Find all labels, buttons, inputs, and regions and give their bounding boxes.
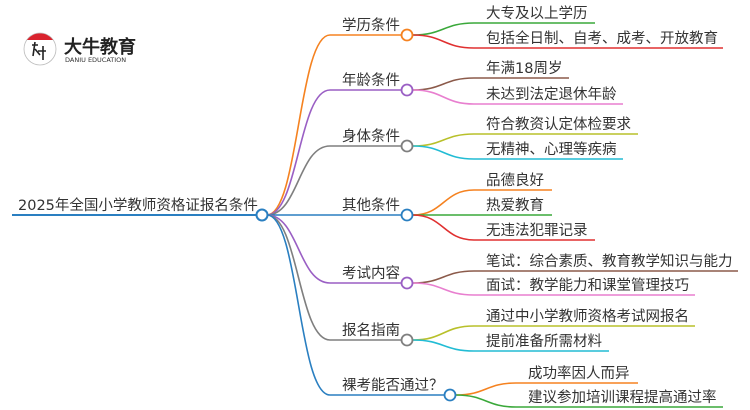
leaf-label: 成功率因人而异 [528, 365, 630, 382]
branch-label: 学历条件 [342, 17, 400, 34]
leaf-label: 热爱教育 [486, 197, 544, 214]
leaf-label: 笔试：综合素质、教育教学知识与能力 [486, 253, 733, 270]
leaf-label: 面试：教学能力和课堂管理技巧 [486, 277, 689, 294]
branch-label: 裸考能否通过？ [342, 377, 444, 394]
branch-connector [266, 214, 331, 284]
branch-node[interactable] [400, 276, 414, 290]
leaf-connector [412, 22, 475, 36]
logo: 大牛教育 DANIU EDUCATION [23, 32, 136, 66]
leaf-connector [412, 89, 475, 105]
logo-badge-icon [23, 32, 57, 66]
branch-node[interactable] [400, 208, 414, 222]
branch-node[interactable] [443, 388, 457, 402]
leaf-connector [412, 270, 475, 284]
leaf-label: 通过中小学教师资格考试网报名 [486, 308, 689, 325]
leaf-connector [412, 325, 475, 341]
leaf-label: 包括全日制、自考、成考、开放教育 [486, 29, 718, 47]
branch-connector [266, 145, 331, 216]
branch-node[interactable] [400, 333, 414, 347]
branch-node[interactable] [400, 83, 414, 97]
branch-label: 其他条件 [342, 197, 400, 214]
leaf-connector [412, 282, 475, 296]
branch-node[interactable] [400, 28, 414, 42]
branch-connector [266, 34, 331, 216]
leaf-connector [412, 339, 475, 352]
leaf-label: 无精神、心理等疾病 [486, 140, 617, 158]
leaf-connector [412, 77, 475, 91]
logo-name: 大牛教育 [64, 36, 136, 58]
branch-label: 身体条件 [342, 128, 400, 145]
leaf-connector [412, 34, 475, 49]
leaf-label: 年满18周岁 [486, 60, 562, 77]
branch-label: 报名指南 [342, 322, 400, 339]
branch-connector [266, 89, 331, 216]
logo-subtitle: DANIU EDUCATION [65, 56, 126, 64]
leaf-connector [412, 133, 475, 147]
leaf-connector [412, 145, 475, 160]
branch-label: 年龄条件 [342, 72, 400, 89]
leaf-label: 品德良好 [486, 172, 544, 189]
leaf-label: 建议参加培训课程提高通过率 [528, 389, 717, 406]
logo-mark-icon [32, 41, 46, 60]
root-node[interactable] [255, 208, 269, 222]
branch-label: 考试内容 [342, 265, 400, 282]
branch-connector [266, 214, 331, 341]
leaf-connector [455, 394, 517, 408]
leaf-connector [412, 189, 475, 216]
leaf-label: 大专及以上学历 [486, 5, 588, 22]
leaf-label: 提前准备所需材料 [486, 333, 602, 350]
leaf-label: 未达到法定退休年龄 [486, 86, 617, 103]
leaf-label: 无违法犯罪记录 [486, 222, 588, 239]
branch-node[interactable] [400, 139, 414, 153]
leaf-label: 符合教资认定体检要求 [486, 116, 631, 133]
leaf-connector [455, 382, 517, 396]
branch-connector [266, 214, 331, 396]
root-label: 2025年全国小学教师资格证报名条件 [18, 196, 258, 214]
logo-red-arc [27, 33, 53, 40]
leaf-connector [412, 214, 475, 241]
